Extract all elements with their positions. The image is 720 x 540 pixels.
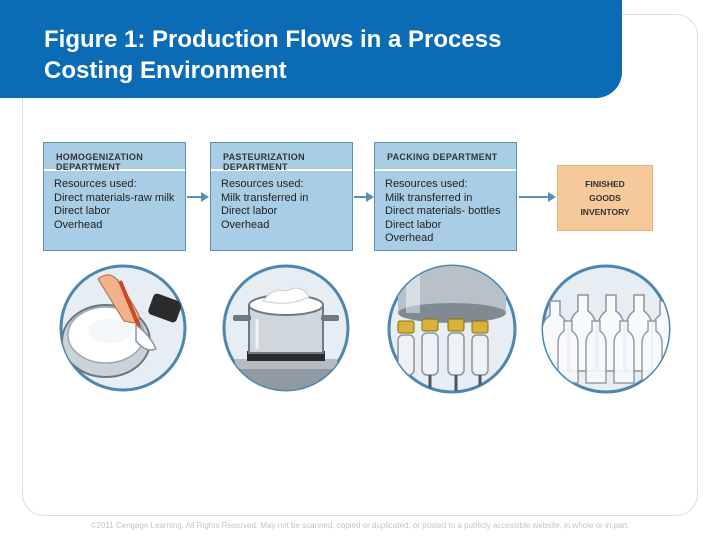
department-resources: Resources used: Milk transferred in Dire… [211, 171, 352, 232]
cooking-pot-icon [222, 264, 350, 392]
finished-goods-line: Goods [589, 193, 621, 203]
finished-goods-inventory-box: Finished Goods Inventory [557, 165, 653, 231]
department-resources: Resources used: Milk transferred in Dire… [375, 171, 516, 246]
resource-item: Overhead [385, 232, 434, 245]
department-resources: Resources used: Direct materials-raw mil… [44, 171, 185, 232]
slide-title: Figure 1: Production Flows in a Process … [44, 24, 604, 86]
flow-arrow-icon [187, 192, 209, 202]
resources-label: Resources used: [385, 178, 468, 190]
packing-department-box: Packing Department Resources used: Milk … [374, 142, 517, 251]
bottling-machine-icon [387, 264, 517, 394]
pasteurization-department-box: Pasteurization Department Resources used… [210, 142, 353, 251]
milk-bottles-icon [541, 264, 671, 394]
resource-item: Overhead [54, 218, 103, 231]
resource-item: Overhead [221, 218, 270, 231]
department-name: Packing Department [375, 143, 516, 171]
department-name: Homogenization Department [44, 143, 185, 172]
resource-item: Direct labor [385, 218, 442, 231]
title-line-1: Figure 1: Production Flows in a Process [44, 26, 502, 53]
resource-item: Direct labor [54, 205, 111, 218]
mixing-milk-icon [59, 264, 187, 392]
resource-item: Direct materials-raw milk [54, 191, 175, 204]
title-bar: Figure 1: Production Flows in a Process … [0, 0, 622, 98]
resources-label: Resources used: [54, 178, 137, 190]
finished-goods-line: Inventory [580, 207, 630, 217]
homogenization-department-box: Homogenization Department Resources used… [43, 142, 186, 251]
flow-arrow-icon [354, 192, 374, 202]
resource-item: Milk transferred in [385, 191, 473, 204]
title-line-2: Costing Environment [44, 57, 287, 84]
department-name: Pasteurization Department [211, 143, 352, 172]
resource-item: Direct labor [221, 205, 278, 218]
production-flow-figure: Homogenization Department Resources used… [38, 137, 682, 403]
resource-item: Milk transferred in [221, 191, 309, 204]
flow-arrow-icon [519, 192, 556, 202]
resource-item: Direct materials- bottles [385, 205, 501, 218]
finished-goods-line: Finished [585, 179, 625, 189]
resources-label: Resources used: [221, 178, 304, 190]
copyright-footer: ©2011 Cengage Learning. All Rights Reser… [90, 521, 630, 530]
